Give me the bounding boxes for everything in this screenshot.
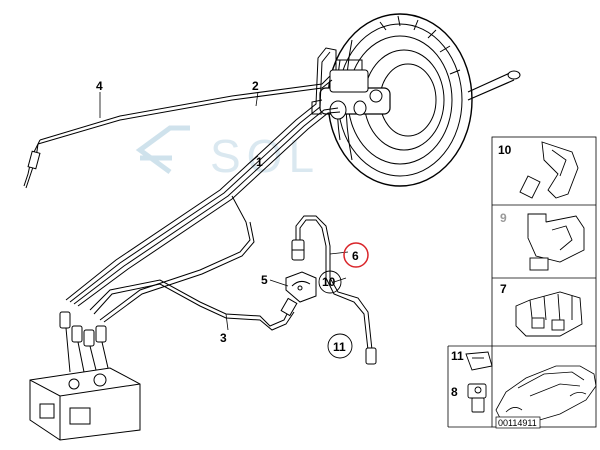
clip-8-drawing bbox=[467, 383, 487, 413]
callout-11: 11 bbox=[333, 340, 346, 354]
callout-1: 1 bbox=[256, 155, 263, 169]
clip-7-drawing bbox=[515, 291, 583, 337]
callout-6-highlight bbox=[343, 242, 369, 268]
brake-line-1-2 bbox=[65, 47, 341, 307]
callout-10: 10 bbox=[322, 275, 336, 289]
clip-9-drawing bbox=[527, 213, 585, 271]
abs-hydraulic-unit bbox=[29, 311, 141, 441]
brake-line-4 bbox=[23, 75, 333, 189]
panel-label-10: 10 bbox=[498, 143, 512, 157]
callout-10-circle bbox=[318, 270, 342, 294]
mounting-clip-5 bbox=[285, 271, 317, 303]
callout-3: 3 bbox=[220, 331, 227, 345]
panel-label-8: 8 bbox=[451, 385, 458, 399]
panel-label-11: 11 bbox=[451, 349, 464, 363]
clip-10-drawing bbox=[519, 141, 579, 199]
brake-line-3 bbox=[89, 195, 298, 331]
clip-11-drawing bbox=[465, 351, 493, 371]
parts-side-panel: 10 9 7 11 8 bbox=[447, 136, 597, 429]
brake-hose-6 bbox=[291, 215, 377, 365]
callout-2: 2 bbox=[252, 79, 259, 93]
callout-5: 5 bbox=[261, 273, 268, 287]
watermark-logo bbox=[135, 125, 190, 175]
callout-6: 6 bbox=[352, 249, 359, 263]
panel-label-9: 9 bbox=[500, 211, 507, 225]
panel-label-7: 7 bbox=[500, 282, 507, 296]
callout-4: 4 bbox=[96, 79, 103, 93]
watermark-text: SOL bbox=[210, 130, 320, 182]
callout-11-circle bbox=[327, 333, 353, 359]
brake-booster bbox=[311, 13, 521, 187]
diagram-reference-number: 00114911 bbox=[498, 418, 537, 428]
